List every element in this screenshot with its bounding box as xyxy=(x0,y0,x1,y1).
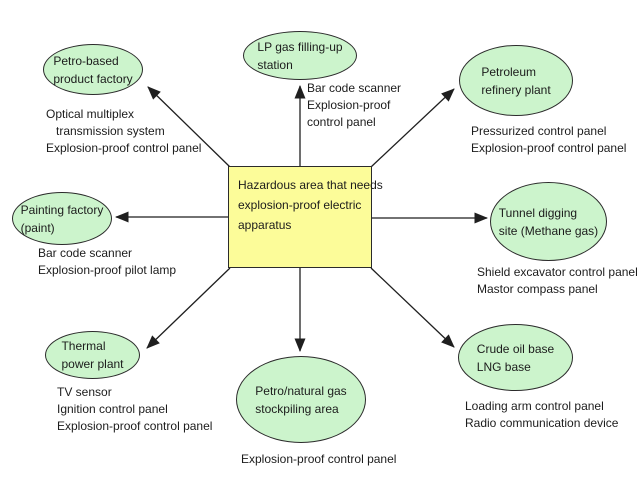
node-painting-factory: Painting factory (paint) xyxy=(12,192,112,245)
center-hazardous-area-box: Hazardous area that needs explosion-proo… xyxy=(228,166,383,268)
annotation-crude-oil-base: Loading arm control panel Radio communic… xyxy=(465,399,619,430)
node-label: Tunnel digging site (Methane gas) xyxy=(498,205,599,238)
annotation-lp-gas-filling-up-station: Bar code scanner Explosion-proof control… xyxy=(307,81,402,129)
annotation-tunnel-digging-site: Shield excavator control panel Mastor co… xyxy=(477,265,638,296)
node-lp-gas-filling-up-station: LP gas filling-up station xyxy=(243,31,357,80)
annotation-petro-based-product-factory: Optical multiplex transmission system Ex… xyxy=(46,107,202,155)
arrow-to-thermal-power-plant xyxy=(146,267,231,349)
node-tunnel-digging-site: Tunnel digging site (Methane gas) xyxy=(490,182,607,261)
annotation-thermal-power-plant: TV sensor Ignition control panel Explosi… xyxy=(57,385,213,433)
node-crude-oil-base: Crude oil base LNG base xyxy=(458,324,573,391)
annotation-petro-natural-gas-stockpiling-area: Explosion-proof control panel xyxy=(241,452,397,466)
node-thermal-power-plant: Thermal power plant xyxy=(45,331,140,379)
node-label: Painting factory (paint) xyxy=(20,202,104,235)
node-label: Petro-based product factory xyxy=(53,53,133,86)
node-label: Petro/natural gas stockpiling area xyxy=(255,383,347,416)
node-petroleum-refinery-plant: Petroleum refinery plant xyxy=(459,45,573,116)
node-label: LP gas filling-up station xyxy=(257,39,343,72)
node-petro-based-product-factory: Petro-based product factory xyxy=(43,44,143,95)
node-label: Petroleum refinery plant xyxy=(481,64,551,97)
node-petro-natural-gas-stockpiling-area: Petro/natural gas stockpiling area xyxy=(236,356,366,443)
arrow-to-crude-oil-base xyxy=(370,267,455,348)
node-label: Crude oil base LNG base xyxy=(476,341,555,374)
arrow-to-petro-based-product-factory xyxy=(147,86,231,168)
annotation-painting-factory: Bar code scanner Explosion-proof pilot l… xyxy=(38,246,177,277)
arrow-to-petroleum-refinery-plant xyxy=(370,88,455,168)
center-box-label: Hazardous area that needs explosion-proo… xyxy=(238,178,383,232)
annotation-petroleum-refinery-plant: Pressurized control panel Explosion-proo… xyxy=(471,124,627,155)
node-label: Thermal power plant xyxy=(61,339,124,371)
